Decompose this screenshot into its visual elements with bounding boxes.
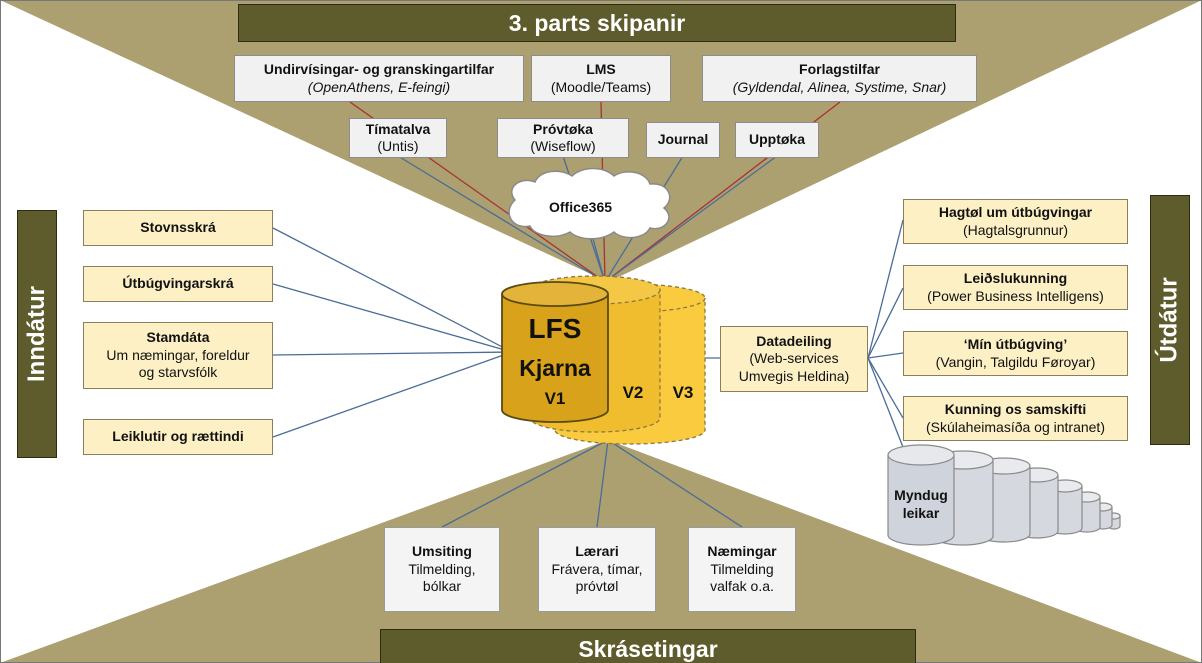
authorities-label-2: leikar [902,505,940,521]
source-box-lms: LMS (Moodle/Teams) [531,55,671,102]
registration-sub1: Frávera, tímar, [551,560,643,577]
core-label-v3: V3 [672,383,694,402]
registration-sub1: Tilmelding [710,560,774,577]
source-box-exam: Próvtøka (Wiseflow) [497,118,629,158]
input-title: Leiklutir og rættindi [112,428,244,445]
registration-sub2: próvtøl [575,578,619,595]
source-title: Journal [657,131,709,148]
output-title: Leiðslukunning [963,270,1068,286]
input-title: Stovnsskrá [140,219,216,236]
office365-label: Office365 [549,199,613,215]
source-title: Forlagstilfar [799,61,880,77]
core-database [501,275,706,445]
source-sub: (OpenAthens, E-feingi) [307,78,451,95]
output-sub: (Power Business Intelligens) [927,287,1104,304]
blue-connectors-bottom [441,439,743,528]
registration-title: Lærari [575,543,619,560]
source-title: Tímatalva [365,120,431,137]
source-sub: (Untis) [377,138,419,154]
source-title: Upptøka [749,131,805,148]
source-title: LMS [586,61,616,77]
source-box-journal: Journal [646,122,720,158]
output-box-my-education: ‘Mín útbúgving’ (Vangin, Talgildu Føroya… [903,331,1128,376]
datadeiling-sub1: (Web-services [749,350,839,367]
registration-box-admin: Umsiting Tilmelding, bólkar [384,527,500,612]
input-sub1: Um næmingar, foreldur [106,346,250,363]
banner-left-label: Inndátur [23,286,50,382]
output-sub: (Skúlaheimasíða og intranet) [926,418,1105,435]
banner-bottom-label: Skrásetingar [578,636,718,662]
core-label-lfs: LFS [528,313,582,344]
input-title: Stamdáta [146,329,210,346]
input-box-masterdata: Stamdáta Um næmingar, foreldur og starvs… [83,322,273,389]
banner-top-label: 3. parts skipanir [508,9,686,36]
registration-box-teacher: Lærari Frávera, tímar, próvtøl [538,527,656,612]
input-box-institutions: Stovnsskrá [83,210,273,246]
registration-sub2: valfak o.a. [710,578,774,595]
source-box-research: Undirvísingar- og granskingartilfar (Ope… [234,55,524,102]
blue-connectors-left [272,227,513,438]
authorities-label-1: Myndug [894,487,948,503]
source-sub: (Moodle/Teams) [550,78,652,95]
banner-right: Útdátur [1150,195,1190,445]
input-box-roles: Leiklutir og rættindi [83,419,273,455]
source-title: Próvtøka [533,120,593,137]
input-title: Útbúgvingarskrá [122,275,234,292]
output-title: Hagtøl um útbúgvingar [938,204,1093,220]
output-title: ‘Mín útbúgving’ [963,336,1068,352]
registration-title: Umsiting [412,543,472,560]
source-sub: (Gyldendal, Alinea, Systime, Snar) [732,78,947,95]
datadeiling-box: Datadeiling (Web-services Umvegis Heldin… [720,326,868,392]
banner-bottom: Skrásetingar [380,629,916,663]
registration-box-students: Næmingar Tilmelding valfak o.a. [688,527,796,612]
registration-title: Næmingar [707,543,777,560]
output-box-communication: Kunning os samskifti (Skúlaheimasíða og … [903,396,1128,441]
source-box-admission: Upptøka [735,122,819,158]
registration-sub1: Tilmelding, [408,560,476,577]
source-box-timetable: Tímatalva (Untis) [349,118,447,158]
source-box-publisher: Forlagstilfar (Gyldendal, Alinea, Systim… [702,55,977,102]
output-sub: (Vangin, Talgildu Føroyar) [935,353,1096,370]
banner-top: 3. parts skipanir [238,4,956,42]
source-sub: (Wiseflow) [530,138,596,154]
authorities-databases [887,444,1121,546]
banner-left: Inndátur [17,210,57,458]
output-title: Kunning os samskifti [944,401,1087,417]
core-label-v1: V1 [544,389,566,408]
output-box-bi: Leiðslukunning (Power Business Intellige… [903,265,1128,310]
source-title: Undirvísingar- og granskingartilfar [263,61,495,77]
input-sub2: og starvsfólk [138,364,218,381]
input-box-programmes: Útbúgvingarskrá [83,266,273,302]
registration-sub2: bólkar [422,578,462,595]
banner-right-label: Útdátur [1156,277,1184,363]
office365-cloud [508,167,671,240]
output-box-statistics: Hagtøl um útbúgvingar (Hagtalsgrunnur) [903,199,1128,244]
output-sub: (Hagtalsgrunnur) [962,221,1069,238]
core-label-v2: V2 [622,383,644,402]
datadeiling-title: Datadeiling [756,332,832,349]
datadeiling-sub2: Umvegis Heldina) [738,367,850,384]
core-label-kjarna: Kjarna [519,355,591,381]
